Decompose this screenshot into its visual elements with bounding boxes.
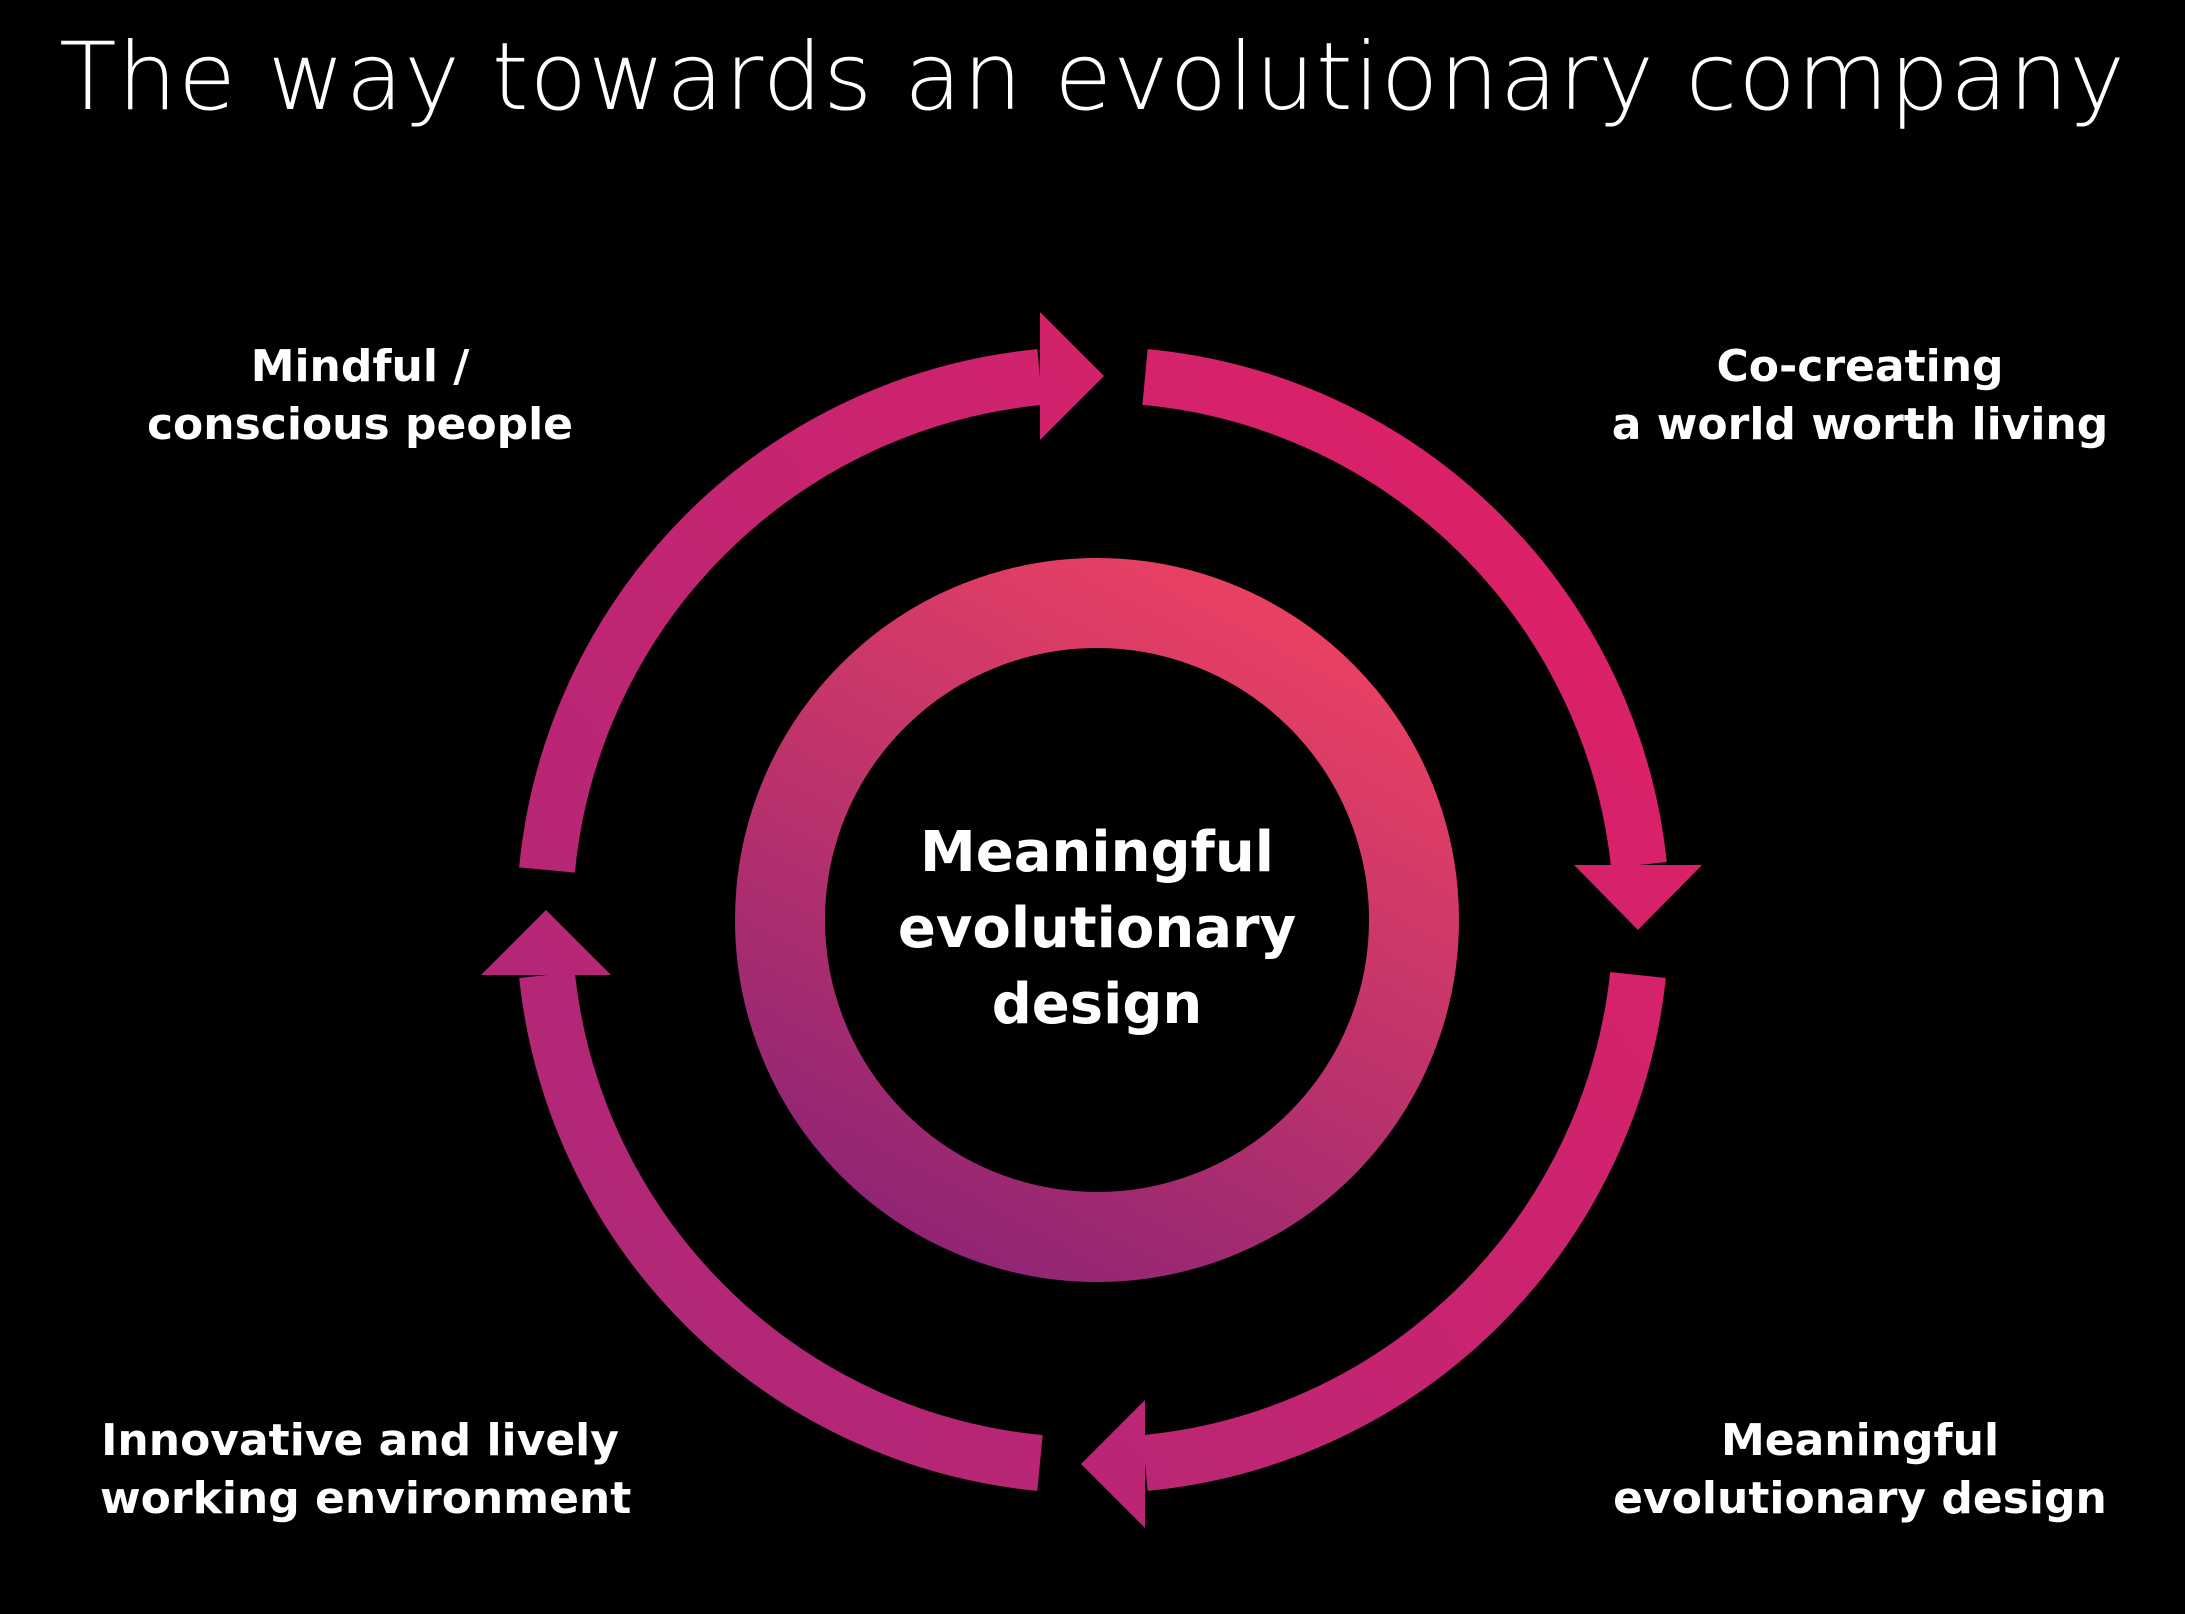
step-label-working-environment: Innovative and lively working environmen… xyxy=(100,1412,632,1528)
center-label: Meaningful evolutionary design xyxy=(847,815,1347,1043)
center-label-line: evolutionary xyxy=(897,896,1297,961)
step-label-line: Innovative and lively xyxy=(101,1415,619,1466)
arc-arrow-top-right xyxy=(1142,349,1667,868)
center-label-line: design xyxy=(991,972,1203,1037)
page-title: The way towards an evolutionary company xyxy=(59,23,2126,132)
step-label-mindful-people: Mindful / conscious people xyxy=(110,338,610,454)
step-label-line: evolutionary design xyxy=(1613,1473,2107,1524)
center-label-line: Meaningful xyxy=(920,820,1274,885)
step-label-line: conscious people xyxy=(146,399,574,450)
arc-arrow-bottom-right xyxy=(1142,972,1666,1491)
step-label-line: working environment xyxy=(100,1473,632,1524)
arrow-head-bottom-left xyxy=(481,910,611,975)
arrow-head-top-left xyxy=(1040,312,1104,440)
step-label-co-creating: Co-creating a world worth living xyxy=(1610,338,2110,454)
step-label-meaningful-design: Meaningful evolutionary design xyxy=(1600,1412,2120,1528)
inner-ring xyxy=(735,558,1459,1282)
step-label-line: a world worth living xyxy=(1611,399,2109,450)
arc-arrow-top-left xyxy=(519,349,1043,873)
step-label-line: Co-creating xyxy=(1716,341,2004,392)
arc-arrow-bottom-left xyxy=(519,972,1043,1491)
step-label-line: Meaningful xyxy=(1720,1415,2000,1466)
arrow-head-bottom-right xyxy=(1081,1400,1145,1528)
step-label-line: Mindful / xyxy=(250,341,470,392)
